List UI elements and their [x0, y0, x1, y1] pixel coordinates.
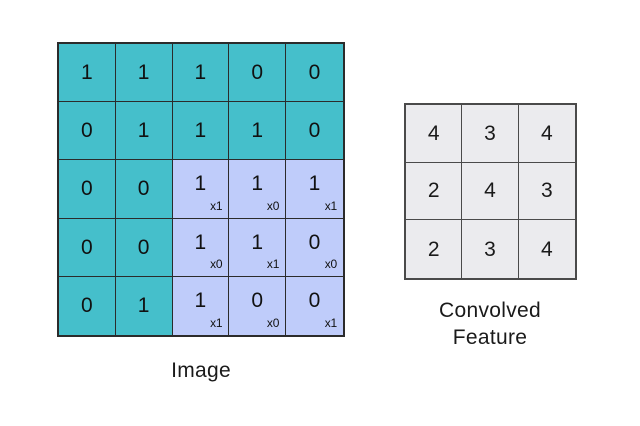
convolved-feature-value: 4 [484, 179, 496, 203]
image-cell-value: 1 [194, 288, 207, 312]
image-cell-value: 0 [308, 119, 321, 143]
convolved-feature-cell: 4 [406, 105, 463, 163]
convolved-feature-value: 2 [427, 179, 440, 203]
kernel-multiplier-label: x0 [266, 316, 280, 330]
image-cell: 1 [59, 44, 116, 103]
kernel-multiplier-label: x1 [324, 198, 337, 213]
image-cell-value: 1 [194, 230, 207, 254]
convolved-feature-cell: 4 [518, 105, 575, 163]
image-cell-value: 0 [137, 177, 150, 201]
image-cell-value: 1 [194, 119, 207, 143]
image-cell-value: 0 [308, 230, 321, 254]
convolved-feature-cell: 3 [462, 105, 519, 163]
image-cell: 0 [59, 102, 116, 161]
image-cell-value: 0 [80, 235, 93, 259]
image-cell: 0 [286, 102, 343, 161]
kernel-multiplier-label: x1 [266, 256, 280, 271]
image-cell-value: 0 [80, 119, 93, 143]
convolved-feature-matrix: 4 3 4 2 4 3 2 3 4 [404, 103, 577, 280]
kernel-multiplier-label: x0 [210, 256, 223, 271]
image-cell-value: 1 [137, 61, 150, 85]
image-cell: 1 [115, 276, 173, 335]
convolved-feature-value: 3 [540, 179, 553, 203]
convolved-feature-value: 3 [484, 121, 496, 145]
kernel-multiplier-label: x1 [210, 316, 223, 330]
convolved-feature-value: 2 [427, 237, 440, 261]
convolved-feature-value: 4 [427, 121, 440, 145]
image-cell-value: 0 [308, 61, 321, 85]
image-cell: 0 [115, 218, 173, 277]
image-cell-value: 0 [80, 294, 93, 318]
image-cell-value: 1 [194, 61, 207, 85]
image-cell: 1 [115, 102, 173, 161]
image-cell: 0 [229, 44, 287, 103]
image-cell-value: 0 [308, 288, 321, 312]
image-cell-value: 1 [251, 172, 264, 196]
image-cell: 1 [172, 102, 230, 161]
kernel-multiplier-label: x1 [324, 316, 337, 330]
convolved-feature-cell: 3 [518, 162, 575, 221]
image-cell-value: 0 [251, 61, 264, 85]
convolved-feature-cell: 3 [462, 220, 519, 278]
image-cell-value: 0 [80, 177, 93, 201]
convolved-feature-cell: 2 [406, 162, 463, 221]
image-cell-value: 1 [308, 172, 321, 196]
kernel-multiplier-label: x0 [324, 256, 337, 271]
image-cell-value: 0 [251, 288, 264, 312]
convolved-feature-cell: 4 [462, 162, 519, 221]
image-cell-value: 0 [137, 235, 150, 259]
image-cell: 0 [286, 44, 343, 103]
image-cell: 0 [59, 160, 116, 219]
image-cell-value: 1 [137, 294, 150, 318]
image-cell: 1 [229, 102, 287, 161]
image-cell-value: 1 [80, 61, 93, 85]
image-cell: 1 [115, 44, 173, 103]
convolved-feature-value: 4 [540, 121, 553, 145]
convolved-feature-caption: Convolved Feature [439, 299, 541, 349]
image-cell: 0 [59, 218, 116, 277]
convolved-feature-value: 3 [484, 237, 496, 261]
convolved-feature-value: 4 [540, 237, 553, 261]
image-cell-value: 1 [137, 119, 150, 143]
image-cell: 1 [172, 44, 230, 103]
image-cell-value: 1 [251, 119, 264, 143]
image-cell-value: 1 [194, 172, 207, 196]
convolved-feature-cell: 4 [518, 220, 575, 278]
image-cell: 0 [59, 276, 116, 335]
kernel-multiplier-label: x1 [210, 198, 223, 213]
image-matrix-caption: Image [171, 359, 231, 382]
image-cell-value: 1 [251, 230, 264, 254]
kernel-multiplier-label: x0 [266, 198, 280, 213]
image-cell: 0 [115, 160, 173, 219]
convolved-feature-cell: 2 [406, 220, 463, 278]
